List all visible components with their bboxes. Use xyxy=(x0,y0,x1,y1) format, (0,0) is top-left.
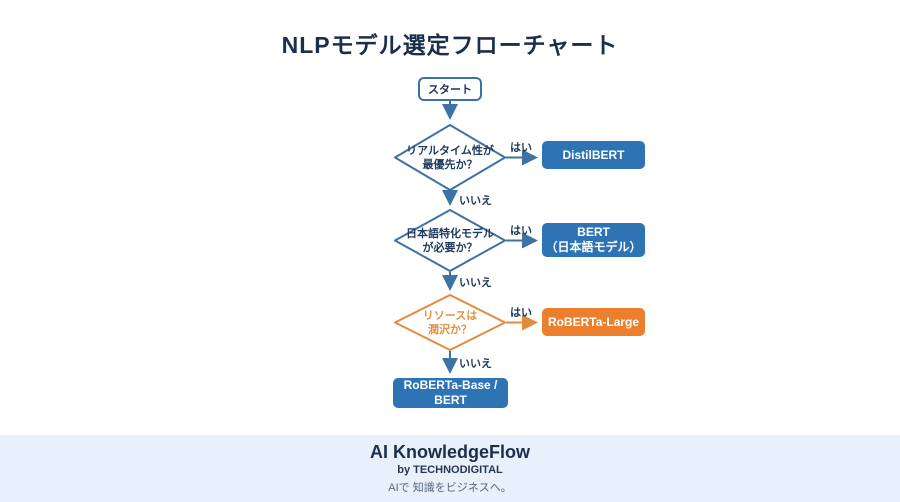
flowchart-connectors xyxy=(394,101,538,374)
decision-diamond-japanese xyxy=(394,209,506,272)
result-label-roberta-large: RoBERTa-Large xyxy=(547,314,640,329)
result-label-roberta-base-bert: RoBERTa-Base / BERT xyxy=(403,378,498,407)
decision-japanese-line2: が必要か？ xyxy=(422,242,478,254)
edge-label-yes-1: はい xyxy=(510,142,532,154)
decision-resources-line1: リソースは xyxy=(422,310,478,322)
result-label-distilbert: DistilBERT xyxy=(562,147,625,162)
edge-label-no-3: いいえ xyxy=(459,358,492,370)
footer-byline: by TECHNODIGITAL xyxy=(397,464,503,476)
page-title: NLPモデル選定フローチャート xyxy=(281,32,619,58)
decision-resources-line2: 潤沢か？ xyxy=(428,324,472,336)
footer: AI KnowledgeFlow by TECHNODIGITAL AIで 知識… xyxy=(0,435,900,502)
decision-japanese-line1: 日本語特化モデル xyxy=(406,228,494,240)
edge-label-no-1: いいえ xyxy=(459,195,492,207)
footer-brand: AI KnowledgeFlow xyxy=(370,442,530,462)
edge-label-yes-3: はい xyxy=(510,307,532,319)
result-box-bert-japanese: BERT （日本語モデル） xyxy=(542,223,645,257)
decision-realtime-line2: 最優先か？ xyxy=(422,159,478,171)
footer-tagline: AIで 知識をビジネスへ。 xyxy=(388,482,512,494)
result-label-bert-line2: （日本語モデル） xyxy=(545,240,642,254)
result-box-distilbert: DistilBERT xyxy=(542,141,645,169)
decision-realtime-text: リアルタイム性が 最優先か？ xyxy=(394,144,506,172)
decision-resources-text: リソースは 潤沢か？ xyxy=(394,309,506,337)
edge-label-no-2: いいえ xyxy=(459,277,492,289)
edge-label-yes-2: はい xyxy=(510,225,532,237)
start-node-label: スタート xyxy=(428,84,472,96)
result-box-roberta-large: RoBERTa-Large xyxy=(542,308,645,336)
start-node: スタート xyxy=(418,77,482,101)
decision-realtime-line1: リアルタイム性が xyxy=(406,145,494,157)
result-label-bert-line1: BERT xyxy=(577,225,610,239)
decision-diamond-resources xyxy=(394,294,506,351)
result-box-roberta-base-bert: RoBERTa-Base / BERT xyxy=(393,378,508,408)
decision-japanese-text: 日本語特化モデル が必要か？ xyxy=(394,227,506,255)
